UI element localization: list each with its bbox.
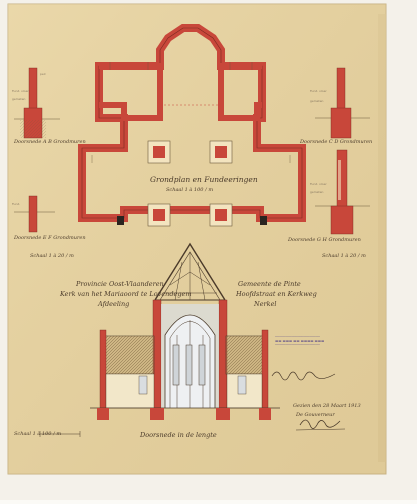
right-heading-line-3: Nerkel xyxy=(254,300,277,308)
svg-text:Fund. vloer: Fund. vloer xyxy=(310,182,327,186)
scale-bar-bottom xyxy=(39,431,81,437)
scale-bottom: Schaal 1 à 100 / m xyxy=(14,431,62,437)
detail-label-2: Doorsnede C D Grondmuren xyxy=(300,139,373,145)
floor-plan xyxy=(78,24,306,227)
left-heading-line-1: Provincie Oost-Vlaanderen xyxy=(76,280,164,288)
date-line-1: Gezien den 28 Maart 1913 xyxy=(293,403,361,409)
left-heading-line-2: Kerk van het Mariaoord te Lovendegem xyxy=(60,290,192,298)
right-heading-line-2: Hoofdstraat en Kerkweg xyxy=(236,290,317,298)
foundation-detail-left-top xyxy=(14,67,60,139)
plan-scale: Schaal 1 à 100 / m xyxy=(166,187,214,193)
detail-notes: Fund. vloer gemeten peil Fund. vloer gem… xyxy=(12,72,327,206)
foundation-detail-right-bottom xyxy=(315,149,370,235)
foundation-detail-left-bottom xyxy=(14,195,55,233)
left-heading-line-3: Afdeeling xyxy=(98,300,130,308)
detail-label-3: Doorsnede E F Grondmuren xyxy=(14,235,86,241)
svg-text:gemeten: gemeten xyxy=(310,190,324,194)
right-heading-line-1: Gemeente de Pinte xyxy=(238,280,301,288)
foundation-detail-right-top xyxy=(315,67,370,139)
detail-label-1: Doorsnede A B Grondmuren xyxy=(14,139,86,145)
scale-left: Schaal 1 à 20 / m xyxy=(30,253,74,259)
svg-text:Fund. vloer: Fund. vloer xyxy=(12,89,29,93)
detail-label-4: Doorsnede G H Grondmuren xyxy=(288,237,361,243)
scale-right: Schaal 1 à 20 / m xyxy=(322,253,366,259)
svg-text:peil: peil xyxy=(40,72,46,76)
church-section xyxy=(90,242,280,420)
svg-text:gemeten: gemeten xyxy=(310,99,324,103)
svg-text:gemeten: gemeten xyxy=(12,97,26,101)
section-caption: Doorsnede in de lengte xyxy=(140,431,217,439)
signature-bottom xyxy=(295,419,346,431)
date-line-2: De Gouverneur xyxy=(296,412,335,418)
approval-stamp: ────────────────────── ▬▬ ▬▬▬ ▬▬ ▬▬▬▬ ▬▬… xyxy=(275,335,325,347)
plan-title: Grondplan en Fundeeringen xyxy=(150,175,258,184)
svg-text:Fund.: Fund. xyxy=(12,202,20,206)
plan-pillars xyxy=(147,140,233,227)
svg-text:Fund. vloer: Fund. vloer xyxy=(310,89,327,93)
signature-right xyxy=(271,371,336,381)
